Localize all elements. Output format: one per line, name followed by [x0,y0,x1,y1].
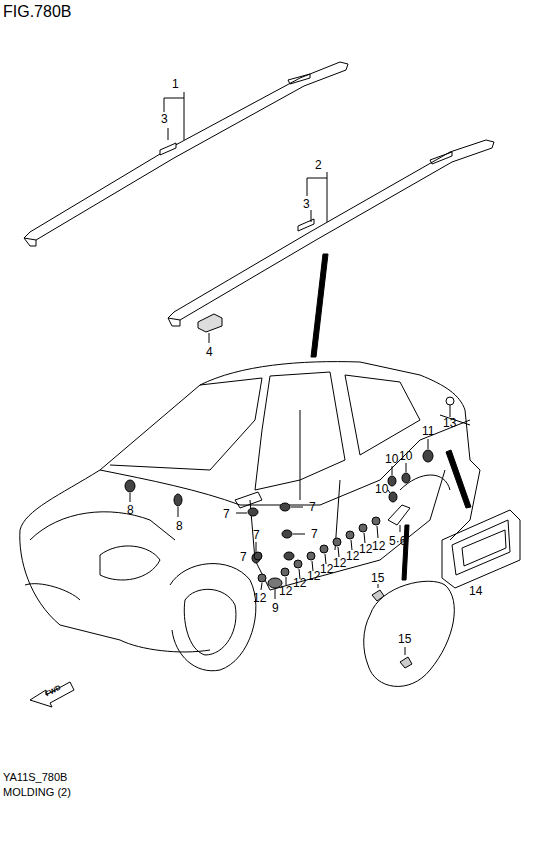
figure-title: FIG.780B [3,4,71,20]
callout-number: 3 [303,198,310,210]
callout-number: 4 [206,346,213,358]
callout-number: 7 [311,528,318,540]
figure-caption: MOLDING (2) [3,787,71,798]
callout-number: 12 [279,585,292,597]
callout-number: 12 [372,540,385,552]
callout-number: 8 [127,504,134,516]
drawing-code: YA11S_780B [3,772,67,783]
callout-number: 12 [293,577,306,589]
callout-number: 5·6 [389,535,406,547]
callout-number: 7 [240,551,247,563]
callout-number: 2 [315,159,322,171]
callout-number: 13 [443,417,456,429]
callout-number: 7 [309,501,316,513]
callout-number: 12 [253,592,266,604]
callout-number: 14 [469,585,482,597]
callout-number: 11 [422,425,434,437]
callout-number: 1 [172,78,179,90]
callout-number: 7 [253,529,260,541]
callout-number: 12 [346,550,359,562]
callout-number: 15 [398,633,411,645]
callout-number: 10 [385,453,398,465]
callout-number: 12 [320,563,333,575]
callout-number: 8 [176,520,183,532]
callout-number: 12 [359,543,372,555]
callout-number: 9 [272,602,279,614]
callout-number: 7 [223,508,230,520]
callout-number: 3 [161,113,168,125]
callout-number: 10 [399,450,412,462]
callout-number: 12 [333,557,346,569]
callout-number: 10 [375,483,388,495]
callout-number: 12 [307,570,320,582]
callout-number: 15 [371,572,384,584]
